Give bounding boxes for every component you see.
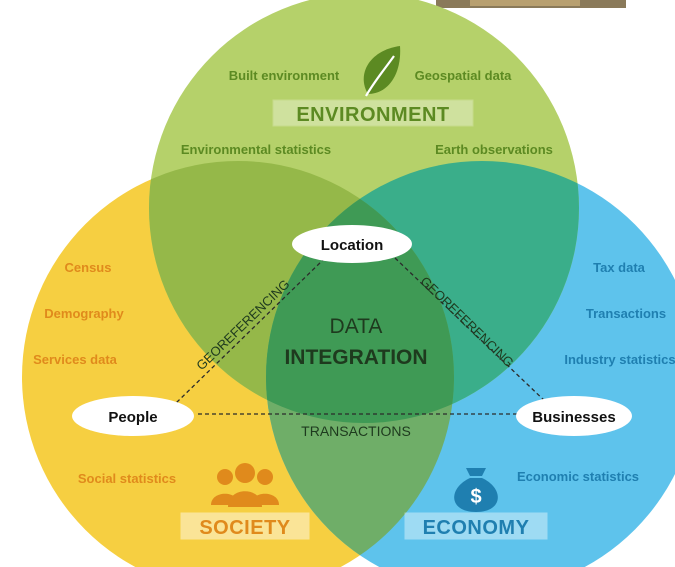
photo-fragment — [436, 0, 626, 8]
society-item: Demography — [44, 306, 124, 321]
society-item: Census — [65, 260, 112, 275]
center-label-integration: INTEGRATION — [284, 346, 427, 369]
center-overlap — [266, 161, 454, 423]
node-businesses-label: Businesses — [532, 409, 615, 426]
money-bag-icon: $ — [454, 468, 498, 512]
society-item: Services data — [33, 352, 118, 367]
environment-title-bar: ENVIRONMENT — [272, 99, 474, 127]
environment-title: ENVIRONMENT — [296, 104, 449, 126]
people-group-icon — [211, 463, 279, 507]
node-people-label: People — [108, 409, 157, 426]
node-businesses: Businesses — [516, 396, 632, 436]
environment-item: Earth observations — [435, 142, 553, 157]
location-businesses-link — [394, 257, 549, 405]
center-label-data: DATA — [330, 315, 383, 338]
society-item: Social statistics — [78, 471, 176, 486]
society-title: SOCIETY — [199, 517, 290, 539]
link-label-transactions: TRANSACTIONS — [301, 423, 411, 439]
dollar-symbol: $ — [470, 486, 481, 508]
society-title-bar: SOCIETY — [180, 512, 310, 540]
leaf-icon — [363, 46, 401, 97]
economy-item: Tax data — [593, 260, 646, 275]
economy-title: ECONOMY — [423, 517, 530, 539]
economy-item: Industry statistics — [564, 352, 675, 367]
node-location-label: Location — [321, 237, 384, 254]
environment-item: Built environment — [229, 68, 340, 83]
node-location: Location — [292, 225, 412, 263]
node-people: People — [72, 396, 194, 436]
environment-item: Geospatial data — [415, 68, 513, 83]
economy-item: Economic statistics — [517, 469, 639, 484]
economy-title-bar: ECONOMY — [404, 512, 548, 540]
economy-item: Transactions — [586, 306, 666, 321]
environment-item: Environmental statistics — [181, 142, 331, 157]
